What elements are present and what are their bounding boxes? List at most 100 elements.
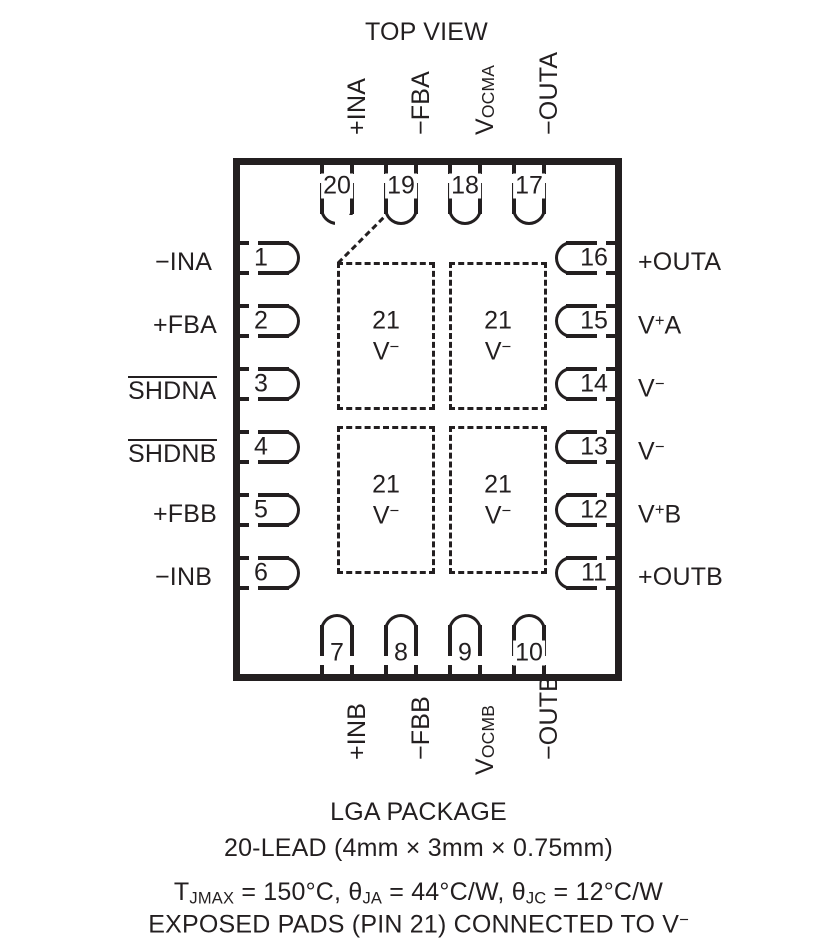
pin-label-14: V− bbox=[638, 374, 665, 403]
pad-dash-gap bbox=[249, 364, 258, 371]
pad-dash-gap bbox=[249, 490, 258, 497]
pin-pad-20: 20 bbox=[317, 158, 357, 225]
pin-number: 7 bbox=[328, 638, 346, 667]
pin-pad-16: 16 bbox=[555, 238, 622, 278]
pin-label-16: +OUTA bbox=[638, 248, 722, 276]
pad-edge-bottom bbox=[233, 586, 289, 590]
pad-dash-gap bbox=[317, 656, 324, 665]
pad-cap-icon bbox=[555, 367, 574, 401]
package-body-outline bbox=[233, 158, 622, 681]
pin-pad-7: 7 bbox=[317, 614, 357, 681]
pin-label-1: −INA bbox=[155, 248, 213, 276]
pin-pad-18: 18 bbox=[445, 158, 485, 225]
pad-dash-gap bbox=[381, 656, 388, 665]
pin-number: 16 bbox=[578, 243, 610, 272]
pad-edge-bottom bbox=[566, 460, 622, 464]
pin-pad-5: 5 bbox=[233, 490, 300, 530]
pin-pad-13: 13 bbox=[555, 427, 622, 467]
pad-dash-gap bbox=[249, 427, 258, 434]
pad-edge-bottom bbox=[566, 586, 622, 590]
pin-number: 15 bbox=[578, 306, 610, 335]
pad-dash-gap bbox=[597, 271, 606, 278]
pad-dash-gap bbox=[381, 174, 388, 183]
pin-label-19: −FBA bbox=[407, 70, 435, 135]
exposed-pad-note-caption: EXPOSED PADS (PIN 21) CONNECTED TO V− bbox=[148, 910, 689, 939]
pin-pad-8: 8 bbox=[381, 614, 421, 681]
pad-cap-icon bbox=[448, 614, 482, 633]
pad-edge-bottom bbox=[233, 523, 289, 527]
pad-edge-bottom bbox=[566, 523, 622, 527]
pad-cap-icon bbox=[384, 614, 418, 633]
pin-label-11: +OUTB bbox=[638, 563, 724, 591]
pad-edge-left bbox=[384, 625, 388, 681]
pad-edge-top bbox=[566, 367, 622, 371]
pad-edge-bottom bbox=[233, 397, 289, 401]
pad-dash-gap bbox=[597, 427, 606, 434]
pad-dash-gap bbox=[478, 174, 485, 183]
pad-dash-gap bbox=[350, 174, 357, 183]
pad-cap-icon bbox=[320, 614, 354, 633]
pin-pad-1: 1 bbox=[233, 238, 300, 278]
pin-number: 17 bbox=[513, 171, 545, 200]
pin-number: 9 bbox=[456, 638, 474, 667]
pad-cap-icon bbox=[512, 614, 546, 633]
pad-dash-gap bbox=[249, 334, 258, 341]
pad-edge-right bbox=[414, 625, 418, 681]
pad-dash-gap bbox=[509, 656, 516, 665]
pad-dash-gap bbox=[597, 301, 606, 308]
exposed-pad-text: 21 V− bbox=[372, 470, 400, 530]
pad-dash-gap bbox=[249, 586, 258, 593]
pin-number: 4 bbox=[252, 432, 270, 461]
pad-dash-gap bbox=[542, 174, 549, 183]
exposed-pad-text: 21 V− bbox=[372, 306, 400, 366]
pad-edge-left bbox=[448, 625, 452, 681]
pad-edge-top bbox=[566, 241, 622, 245]
pad-cap-icon bbox=[555, 304, 574, 338]
pad-edge-bottom bbox=[566, 271, 622, 275]
pad-dash-gap bbox=[509, 174, 516, 183]
pad-dash-gap bbox=[249, 553, 258, 560]
pad-dash-gap bbox=[350, 656, 357, 665]
pad-edge-bottom bbox=[566, 397, 622, 401]
pad-edge-bottom bbox=[233, 271, 289, 275]
pin-label-18: VOCMA bbox=[471, 64, 499, 135]
pin-number: 14 bbox=[578, 369, 610, 398]
pin-pad-2: 2 bbox=[233, 301, 300, 341]
pin-label-9: VOCMB bbox=[471, 704, 499, 775]
pad-dash-gap bbox=[597, 460, 606, 467]
pad-edge-right bbox=[350, 625, 354, 681]
pin-number: 12 bbox=[578, 495, 610, 524]
pin-pad-12: 12 bbox=[555, 490, 622, 530]
pin-pad-15: 15 bbox=[555, 301, 622, 341]
pad-edge-top bbox=[233, 367, 289, 371]
package-dimensions-caption: 20-LEAD (4mm × 3mm × 0.75mm) bbox=[223, 834, 614, 862]
pad-dash-gap bbox=[597, 553, 606, 560]
pad-edge-top bbox=[566, 304, 622, 308]
pin-label-6: −INB bbox=[155, 563, 213, 591]
pin-number: 3 bbox=[252, 369, 270, 398]
pin-label-4: SHDNB bbox=[128, 439, 217, 468]
pad-dash-gap bbox=[597, 334, 606, 341]
pin-label-12: V+B bbox=[638, 500, 682, 529]
pad-cap-icon bbox=[555, 241, 574, 275]
pin-label-5: +FBB bbox=[153, 500, 218, 528]
pad-edge-bottom bbox=[233, 334, 289, 338]
pin-number: 19 bbox=[385, 171, 417, 200]
pad-dash-gap bbox=[478, 656, 485, 665]
pad-edge-top bbox=[566, 430, 622, 434]
thermal-specs-caption: TJMAX = 150°C, θJA = 44°C/W, θJC = 12°C/… bbox=[173, 878, 664, 908]
pad-dash-gap bbox=[249, 271, 258, 278]
top-view-title: TOP VIEW bbox=[365, 18, 488, 46]
pin-pad-6: 6 bbox=[233, 553, 300, 593]
pin-number: 11 bbox=[579, 558, 609, 587]
pin-pad-10: 10 bbox=[509, 614, 549, 681]
pin-number: 18 bbox=[449, 171, 481, 200]
pad-dash-gap bbox=[249, 460, 258, 467]
pad-dash-gap bbox=[249, 238, 258, 245]
pad-dash-gap bbox=[445, 656, 452, 665]
pad-dash-gap bbox=[597, 397, 606, 404]
pad-dash-gap bbox=[249, 301, 258, 308]
pad-cap-icon bbox=[555, 556, 574, 590]
pin-pad-14: 14 bbox=[555, 364, 622, 404]
pad-dash-gap bbox=[597, 238, 606, 245]
